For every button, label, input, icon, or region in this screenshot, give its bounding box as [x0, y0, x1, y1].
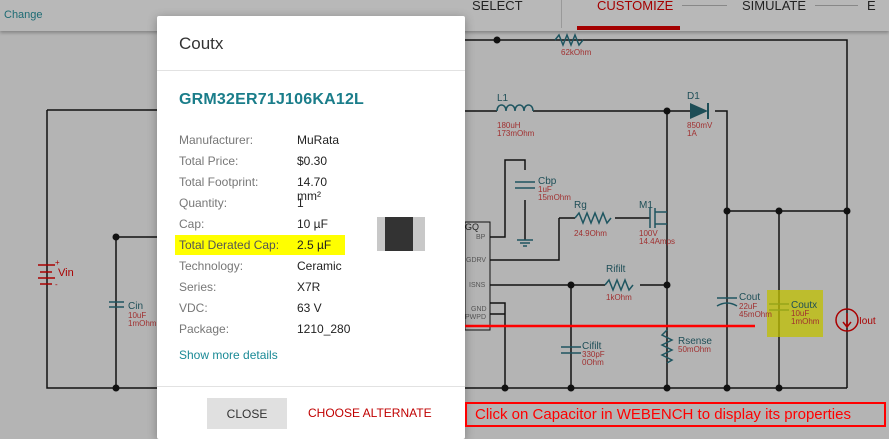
property-value: 1 [297, 196, 304, 210]
property-value: 14.70 mm² [297, 175, 328, 203]
tab-simulate[interactable]: SIMULATE [742, 0, 807, 13]
d1-current: 1A [687, 129, 697, 138]
property-row: VDC: 63 V [175, 298, 345, 318]
cbp-value: 1uF [538, 185, 552, 194]
property-value: 2.5 µF [297, 238, 332, 252]
cbp-esr: 15mOhm [538, 193, 571, 202]
m1-label: M1 [639, 200, 653, 211]
inductor-l1 [496, 104, 534, 112]
rifilt-value: 1kOhm [606, 293, 632, 302]
ic-pin-gnd: GND [471, 306, 487, 313]
ic-name: GQ [465, 222, 479, 232]
property-value: 63 V [297, 301, 322, 315]
package-image [377, 217, 425, 251]
coutx-value: 10uF [791, 309, 809, 318]
vin-minus: - [55, 280, 58, 289]
property-value: 1210_280 [297, 322, 351, 336]
ic-pin-isns: ISNS [469, 282, 486, 289]
property-value: X7R [297, 280, 321, 294]
property-label: Cap: [179, 217, 205, 231]
property-row: Series: X7R [175, 277, 345, 297]
property-label: Technology: [179, 259, 244, 273]
property-label: Total Derated Cap: [179, 238, 280, 252]
rsense-value: 50mOhm [678, 345, 711, 354]
coutx-esr: 1mOhm [791, 317, 820, 326]
cifilt-esr: 0Ohm [582, 358, 604, 367]
cin-label: Cin [128, 301, 143, 312]
d1-label: D1 [687, 91, 700, 102]
coutx-highlight[interactable] [767, 290, 823, 337]
l1-label: L1 [497, 93, 509, 104]
property-label: Total Price: [179, 154, 239, 168]
tab-customize[interactable]: CUSTOMIZE [597, 0, 674, 13]
property-row: Manufacturer: MuRata [175, 130, 345, 150]
property-label: Manufacturer: [179, 133, 254, 147]
coutx-label[interactable]: Coutx [791, 300, 817, 311]
property-value: 10 µF [297, 217, 328, 231]
m1-current: 14.4Amps [639, 237, 675, 246]
vin-label: Vin [58, 267, 74, 279]
step-line [815, 5, 858, 6]
r-top-value: 62kOhm [561, 48, 592, 57]
cout-label: Cout [739, 292, 760, 303]
cin-value: 10uF [128, 311, 146, 320]
property-value: MuRata [297, 133, 340, 147]
property-label: VDC: [179, 301, 208, 315]
cbp-label: Cbp [538, 176, 557, 187]
vin-plus: + [55, 258, 60, 267]
property-label: Quantity: [179, 196, 228, 210]
property-row-highlighted: Total Derated Cap: 2.5 µF [175, 235, 345, 255]
ic-pin-bp: BP [476, 234, 486, 241]
property-row: Technology: Ceramic [175, 256, 345, 276]
rifilt-label: Rifilt [606, 264, 626, 275]
rsense-label: Rsense [678, 336, 712, 347]
m1-value: 100V [639, 229, 658, 238]
ic-pin-gdrv: GDRV [466, 257, 486, 264]
change-link[interactable]: Change [4, 9, 43, 21]
property-row: Quantity: 1 [175, 193, 345, 213]
tab-export[interactable]: E [867, 0, 876, 13]
rg-value: 24.9Ohm [574, 229, 607, 238]
property-value: $0.30 [297, 154, 328, 168]
property-label: Series: [179, 280, 217, 294]
l1-esr: 173mOhm [497, 129, 535, 138]
divider [157, 70, 465, 71]
iout-label: Iout [859, 316, 876, 327]
choose-alternate-button[interactable]: CHOOSE ALTERNATE [308, 406, 432, 420]
cifilt-label: Cifilt [582, 341, 602, 352]
dialog-title: Coutx [179, 34, 224, 53]
property-value: Ceramic [297, 259, 342, 273]
property-row: Total Footprint: 14.70 mm² [175, 172, 345, 203]
show-more-details-link[interactable]: Show more details [179, 348, 278, 362]
d1-value: 850mV [687, 121, 713, 130]
cin-esr: 1mOhm [128, 319, 157, 328]
tab-divider [561, 0, 562, 28]
l1-value: 180uH [497, 121, 521, 130]
annotation-caption: Click on Capacitor in WEBENCH to display… [465, 402, 886, 427]
tab-select[interactable]: SELECT [472, 0, 523, 13]
cout-value: 22uF [739, 302, 757, 311]
close-button[interactable]: CLOSE [207, 398, 287, 429]
part-number[interactable]: GRM32ER71J106KA12L [179, 91, 365, 108]
cifilt-value: 330pF [582, 350, 605, 359]
property-label: Package: [179, 322, 230, 336]
property-label: Total Footprint: [179, 175, 259, 189]
rg-label: Rg [574, 200, 587, 211]
active-tab-indicator [577, 26, 680, 30]
resistor-62k [554, 32, 584, 48]
divider [157, 386, 465, 387]
cout-esr: 45mOhm [739, 310, 772, 319]
component-details-dialog: Coutx GRM32ER71J106KA12L Manufacturer: Mu… [157, 16, 465, 439]
property-row: Cap: 10 µF [175, 214, 345, 234]
property-row: Total Price: $0.30 [175, 151, 345, 171]
ic-pin-pwpd: PWPD [465, 314, 486, 321]
property-row: Package: 1210_280 [175, 319, 350, 339]
step-line [682, 5, 727, 6]
